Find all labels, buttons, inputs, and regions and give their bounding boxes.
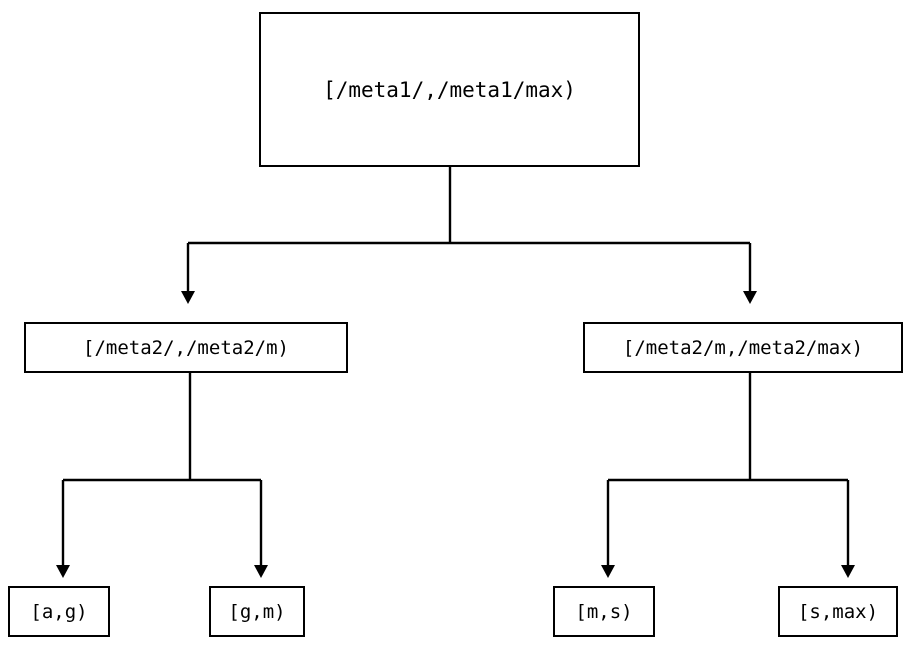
arrowhead-icon-mid-right <box>743 291 757 304</box>
node-mid-right[interactable]: [/meta2/m,/meta2/max) <box>583 322 903 373</box>
node-mid-left[interactable]: [/meta2/,/meta2/m) <box>24 322 348 373</box>
arrowhead-icon-leaf-m-s <box>601 565 615 578</box>
arrowhead-icon-leaf-a-g <box>56 565 70 578</box>
node-leaf-a-g[interactable]: [a,g) <box>8 586 110 637</box>
arrowhead-icon-leaf-s-max <box>841 565 855 578</box>
node-mid-right-label: [/meta2/m,/meta2/max) <box>622 336 864 359</box>
node-leaf-a-g-label: [a,g) <box>30 600 88 623</box>
node-leaf-s-max[interactable]: [s,max) <box>778 586 898 637</box>
node-leaf-m-s[interactable]: [m,s) <box>553 586 655 637</box>
node-leaf-m-s-label: [m,s) <box>575 600 633 623</box>
arrowhead-icon-mid-left <box>181 291 195 304</box>
node-leaf-s-max-label: [s,max) <box>797 600 879 623</box>
node-mid-left-label: [/meta2/,/meta2/m) <box>83 336 289 359</box>
arrowhead-icon-leaf-g-m <box>254 565 268 578</box>
node-root[interactable]: [/meta1/,/meta1/max) <box>259 12 640 167</box>
node-leaf-g-m-label: [g,m) <box>228 600 286 623</box>
node-root-label: [/meta1/,/meta1/max) <box>323 77 576 102</box>
node-leaf-g-m[interactable]: [g,m) <box>209 586 305 637</box>
